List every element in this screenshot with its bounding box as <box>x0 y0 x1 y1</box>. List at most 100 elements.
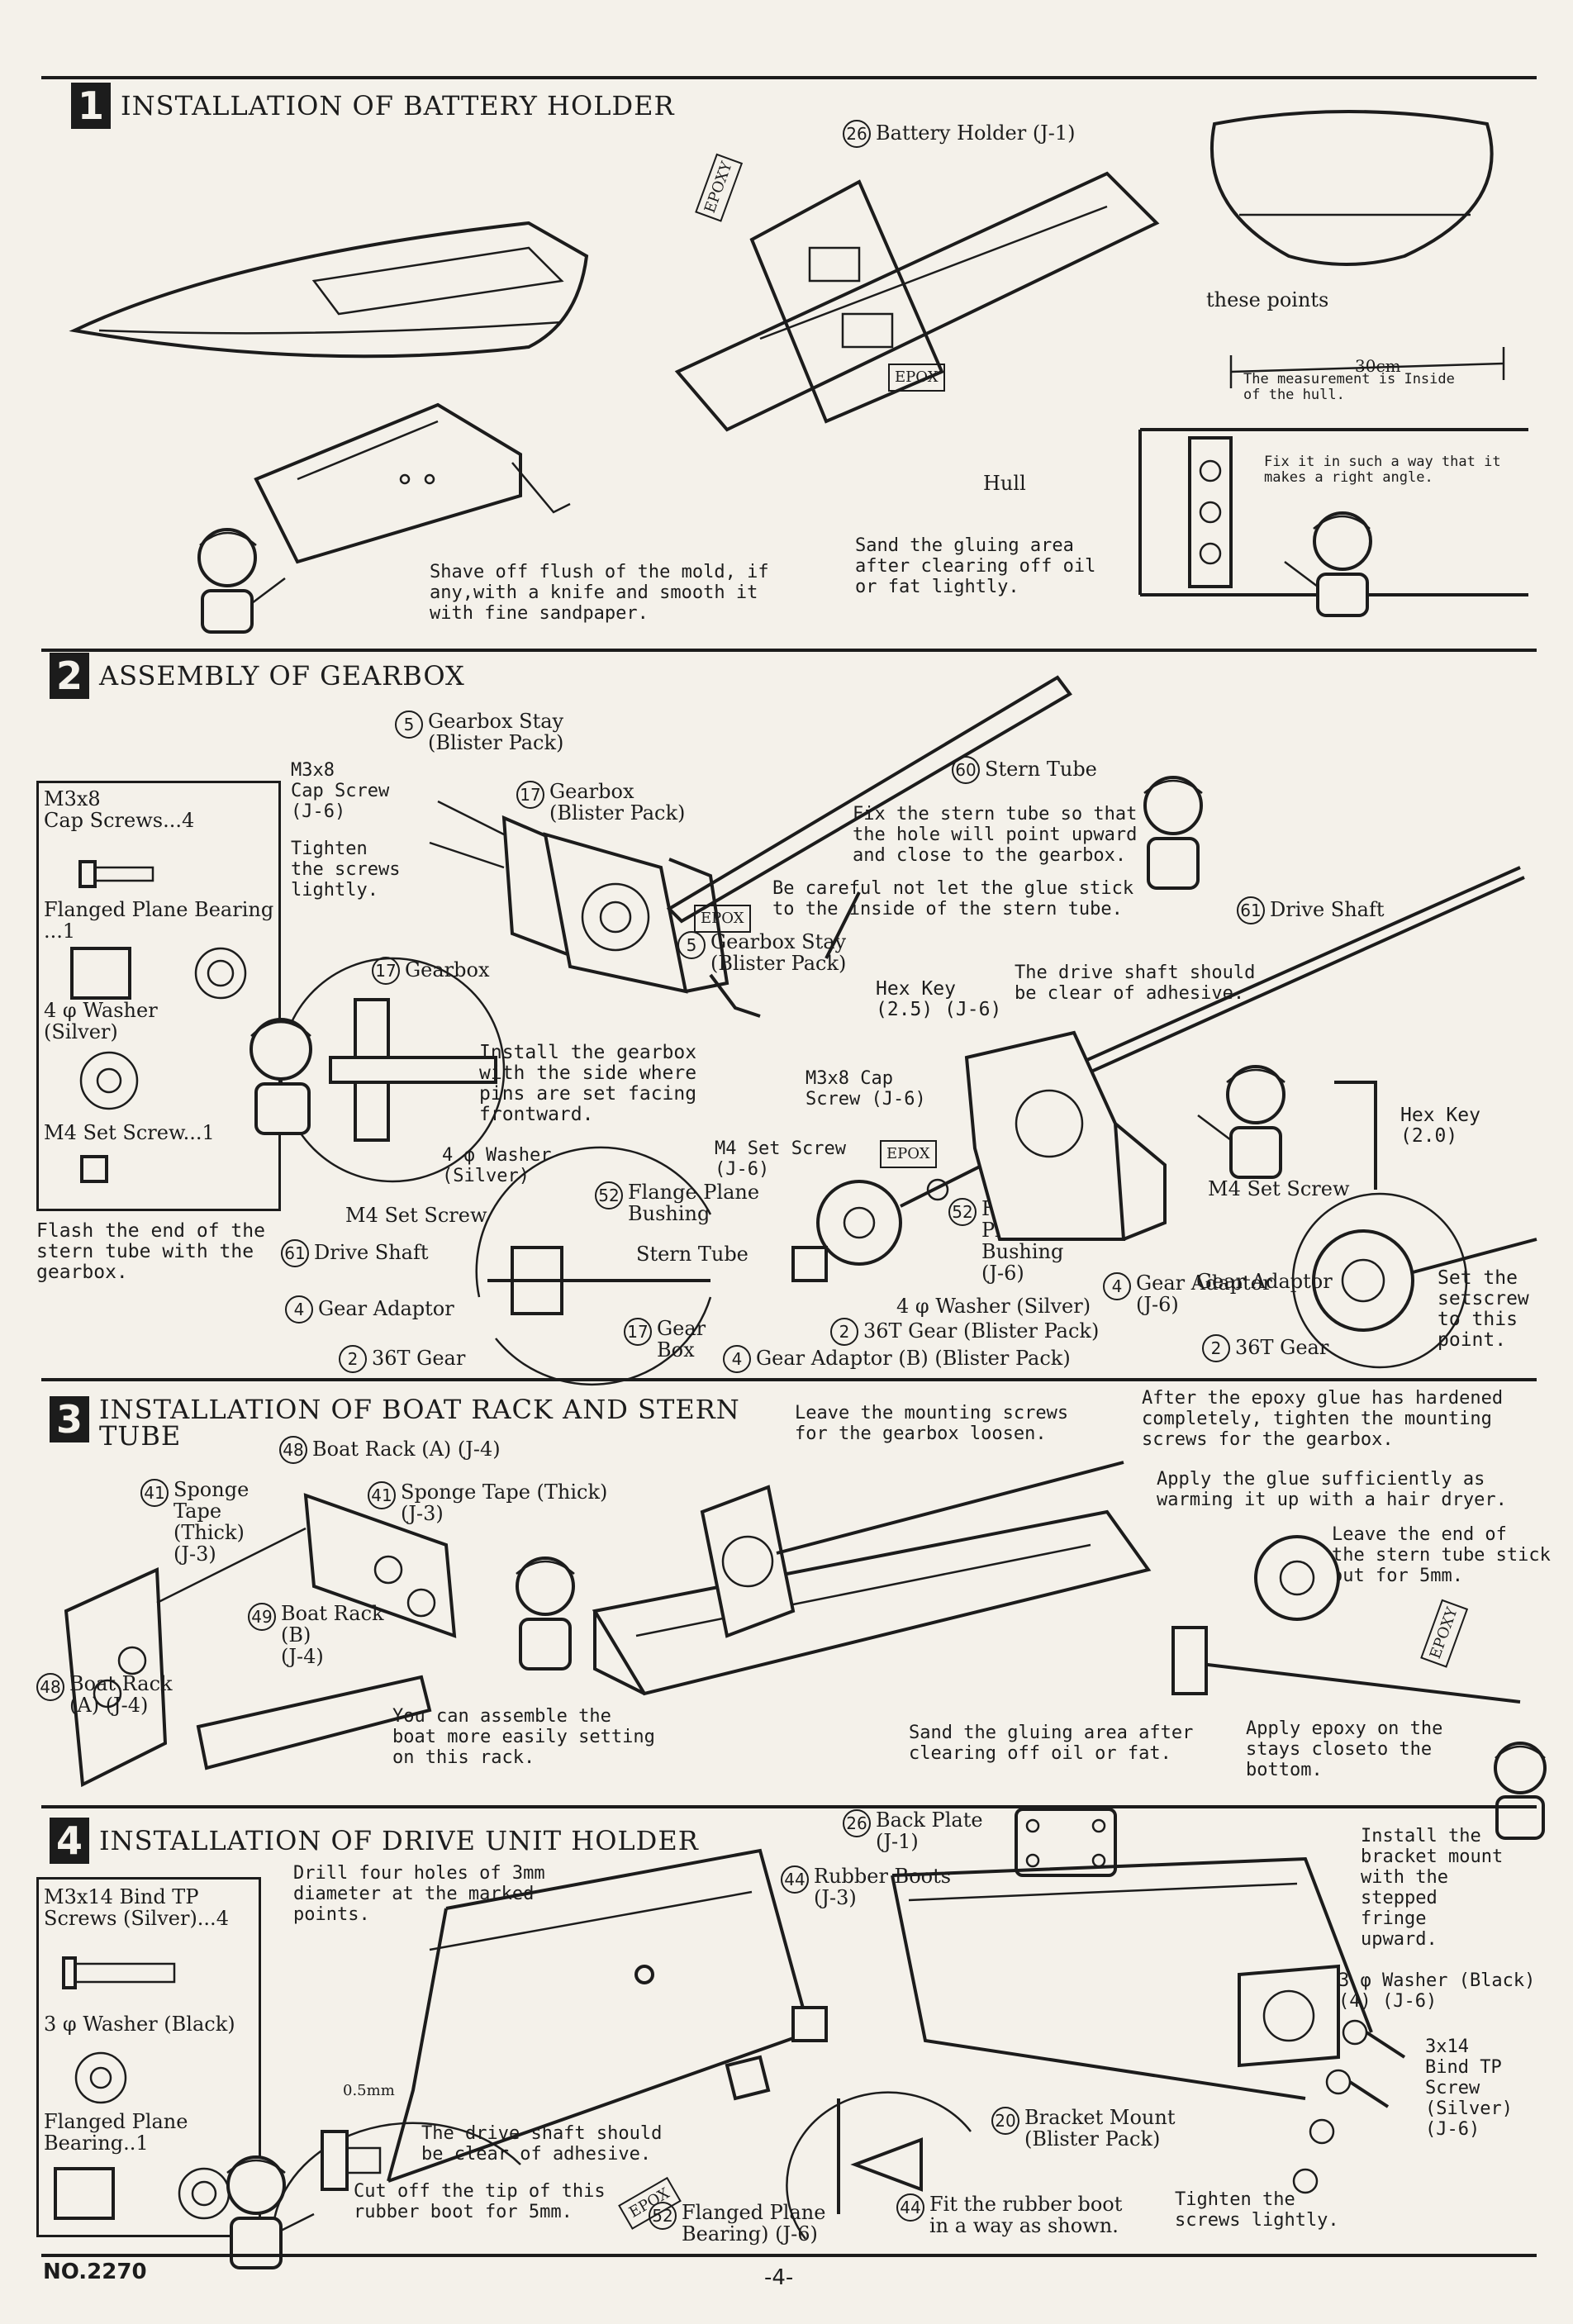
label-text: Gearbox Stay (Blister Pack) <box>710 930 847 975</box>
label-text: Gear Adaptor (J-6) <box>1136 1271 1272 1316</box>
part-epox-tag: EPOX <box>888 364 945 392</box>
mascot-4 <box>249 1018 312 1135</box>
note-apply-epoxy-stays: Apply epoxy on the stays closeto the bot… <box>1246 1718 1443 1780</box>
section-number: 2 <box>50 653 89 699</box>
section-2-header: 2 ASSEMBLY OF GEARBOX <box>50 653 465 699</box>
part-number-circle: 4 <box>723 1345 751 1373</box>
label-text: 36T Gear (Blister Pack) <box>863 1319 1100 1343</box>
label-bind-tp-3x14: 3x14 Bind TP Screw (Silver) (J-6) <box>1425 2036 1513 2140</box>
note-be-careful-glue: Be careful not let the glue stick to the… <box>772 878 1134 920</box>
label-text: Fit the rubber boot in a way as shown. <box>929 2193 1123 2237</box>
label-30cm: 30cm <box>1355 356 1401 376</box>
part-number-circle: 52 <box>649 2202 677 2230</box>
cap-screw-icon <box>78 860 154 888</box>
section-3-header: 3 INSTALLATION OF BOAT RACK AND STERN TU… <box>50 1396 740 1449</box>
part-number-circle: 41 <box>140 1479 169 1507</box>
gearbox-right-illustration <box>964 1030 1167 1241</box>
label-text: Gear Box <box>657 1317 706 1362</box>
note-sand-gluing: Sand the gluing area after clearing off … <box>855 535 1096 597</box>
model-number: NO.2270 <box>43 2260 147 2284</box>
label-text: Stern Tube <box>985 758 1097 781</box>
label-hex-key-25: Hex Key (2.5) (J-6) <box>876 978 1002 1020</box>
boat-hull-illustration <box>69 221 589 359</box>
label-washer-silver: 4 φ Washer (Silver) <box>896 1295 1091 1318</box>
label-m3x8-cap-screw: M3x8 Cap Screw (J-6) <box>291 760 390 822</box>
label-text: Rubber Boots (J-3) <box>814 1865 952 1909</box>
note-leave-mounting: Leave the mounting screws for the gearbo… <box>795 1403 1069 1444</box>
section-4-header: 4 INSTALLATION OF DRIVE UNIT HOLDER <box>50 1818 699 1864</box>
boat-rack-illustration <box>64 1493 457 1788</box>
stern-tube-illustration <box>666 675 1072 924</box>
stern-tube-end-illustration <box>1171 1535 1521 1704</box>
label-text: Gearbox <box>405 958 490 981</box>
section-title: INSTALLATION OF DRIVE UNIT HOLDER <box>99 1825 699 1856</box>
label-0-5mm: 0.5mm <box>343 2082 395 2099</box>
section-title-line-1: INSTALLATION OF BOAT RACK AND STERN <box>99 1394 740 1425</box>
part-number-circle: 61 <box>1237 896 1265 924</box>
parts-box-drive-unit: M3x14 Bind TP Screws (Silver)...4 3 φ Wa… <box>36 1877 261 2237</box>
note-set-setscrew: Set the setscrew to this point. <box>1438 1267 1529 1351</box>
note-install-bracket: Install the bracket mount with the stepp… <box>1361 1826 1504 1950</box>
label-text: Drive Shaft <box>1270 898 1385 921</box>
label-text: Boat Rack (A) (J-4) <box>312 1438 501 1461</box>
label-text: Battery Holder (J-1) <box>876 121 1076 145</box>
note-tighten-screws-lightly: Tighten the screws lightly. <box>1175 2189 1339 2231</box>
part-number-circle: 60 <box>952 756 980 784</box>
label-hex-key-20: Hex Key (2.0) <box>1400 1105 1480 1147</box>
note-shave-off: Shave off flush of the mold, if any,with… <box>430 562 769 624</box>
washer-icon <box>79 1051 139 1110</box>
label-text: Gear Adaptor (B) (Blister Pack) <box>756 1347 1071 1370</box>
gear-adaptor-detail-circle <box>475 1146 712 1385</box>
part-number-circle: 26 <box>843 1809 871 1837</box>
part-washer-black: 3 φ Washer (Black) <box>44 2013 235 2036</box>
note-drill-four-holes: Drill four holes of 3mm diameter at the … <box>293 1863 545 1925</box>
label-these-points: these points <box>1206 288 1329 311</box>
note-drive-shaft-clear: The drive shaft should be clear of adhes… <box>1015 962 1256 1004</box>
part-number-circle: 5 <box>677 931 706 959</box>
section-number: 3 <box>50 1396 89 1442</box>
label-washer-3-black: 3 φ Washer (Black) (4) (J-6) <box>1338 1970 1536 2012</box>
part-number-circle: 44 <box>896 2193 924 2222</box>
bracket-boat-illustration <box>891 1856 1373 2100</box>
note-fix-stern-tube: Fix the stern tube so that the hole will… <box>853 804 1138 866</box>
label-text: 36T Gear <box>372 1347 466 1370</box>
part-number-circle: 41 <box>368 1481 396 1509</box>
section-title: INSTALLATION OF BATTERY HOLDER <box>121 90 675 121</box>
bearing-icon <box>70 947 247 1000</box>
part-number-circle: 2 <box>830 1318 858 1346</box>
label-m4-set-screw-left: M4 Set Screw <box>345 1204 487 1227</box>
set-screw-icon <box>80 1155 108 1183</box>
label-m4-set-screw-right: M4 Set Screw <box>1208 1177 1350 1200</box>
part-number-circle: 4 <box>1103 1272 1131 1300</box>
part-set-screw: M4 Set Screw...1 <box>44 1121 215 1144</box>
part-flanged-bearing-4: Flanged Plane Bearing..1 <box>44 2110 188 2155</box>
section-title: INSTALLATION OF BOAT RACK AND STERN TUBE <box>99 1396 740 1449</box>
section-title-line-2: TUBE <box>99 1420 182 1452</box>
hex-key-icon <box>1334 1081 1377 1190</box>
part-number-circle: 17 <box>624 1318 652 1346</box>
label-text: Back Plate (J-1) <box>876 1808 983 1853</box>
gearbox-assembly-illustration <box>429 800 861 1018</box>
label-text: Gear Adaptor <box>318 1297 454 1320</box>
part-number-circle: 5 <box>395 711 423 739</box>
note-drive-shaft-clear-4: The drive shaft should be clear of adhes… <box>421 2123 663 2165</box>
washer-black-icon <box>74 2051 127 2104</box>
label-text: Gearbox Stay (Blister Pack) <box>428 710 564 754</box>
part-epox-tag-3: EPOX <box>880 1140 937 1168</box>
part-number-circle: 20 <box>991 2107 1019 2135</box>
part-number-circle: 4 <box>285 1295 313 1324</box>
label-hull: Hull <box>983 472 1026 495</box>
mascot-1 <box>197 528 286 634</box>
